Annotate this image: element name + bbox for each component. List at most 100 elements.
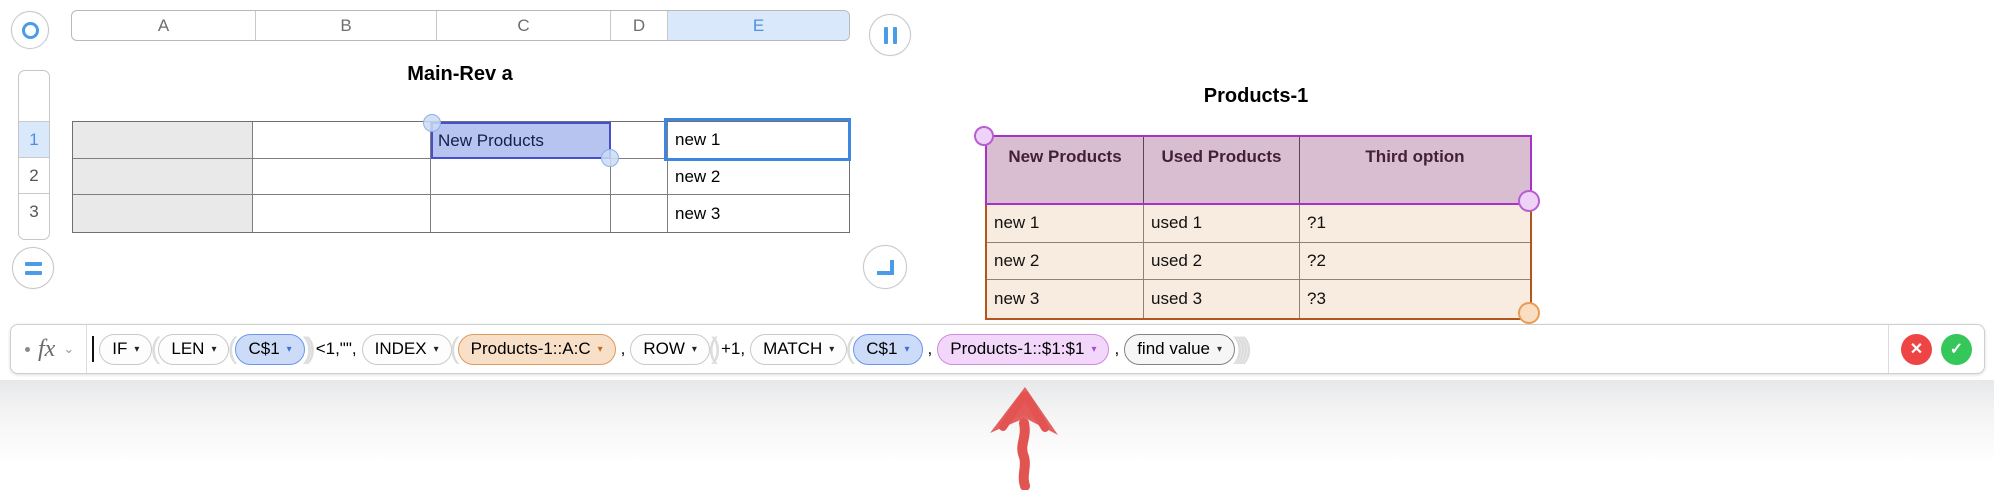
argument-placeholder-token[interactable]: find value▾ — [1124, 333, 1236, 365]
token-dropdown-icon: ▾ — [904, 343, 910, 355]
row-header-2[interactable]: 2 — [19, 158, 49, 194]
column-header-a[interactable]: A — [72, 11, 256, 40]
selection-handle-bottom-right[interactable] — [601, 149, 619, 167]
range-ref-token[interactable]: Products-1::A:C▾ — [457, 333, 616, 365]
header-ref-token[interactable]: Products-1::$1:$1▾ — [937, 333, 1110, 365]
row-bars-icon — [24, 261, 42, 275]
main-cell-A1[interactable] — [73, 122, 253, 159]
selection-handle-top-left[interactable] — [423, 114, 441, 132]
column-header-d[interactable]: D — [611, 11, 668, 40]
products-cell[interactable]: ?3 — [1300, 280, 1530, 318]
products-cell[interactable]: used 1 — [1144, 205, 1300, 243]
paren-glyph: ) — [710, 333, 721, 365]
accept-formula-button[interactable]: ✓ — [1941, 333, 1972, 365]
formula-action-buttons: ✕ ✓ — [1889, 325, 1984, 373]
column-header-b[interactable]: B — [256, 11, 437, 40]
main-cell-A2[interactable] — [73, 159, 253, 195]
table-row: new 2 — [73, 159, 849, 195]
token-dropdown-icon: ▾ — [1091, 343, 1097, 355]
products-cell[interactable]: ?2 — [1300, 242, 1530, 280]
paren-glyph: ( — [227, 333, 238, 365]
products-cell[interactable]: used 3 — [1144, 280, 1300, 318]
formula-text: , — [620, 339, 626, 358]
main-cell-B1[interactable] — [253, 122, 431, 159]
add-column-handle[interactable] — [869, 14, 911, 56]
fx-menu[interactable]: fx ⌄ — [11, 325, 86, 373]
desk-background — [0, 380, 1994, 490]
formula-text: , — [1114, 339, 1120, 358]
column-header-c[interactable]: C — [437, 11, 611, 40]
main-cell-C3[interactable] — [431, 195, 611, 232]
paren-glyph: ( — [449, 333, 460, 365]
token-dropdown-icon: ▾ — [829, 343, 835, 355]
main-cell-D1[interactable] — [611, 122, 668, 159]
cancel-formula-button[interactable]: ✕ — [1901, 333, 1932, 365]
paren-glyph: ( — [150, 333, 161, 365]
table-select-all-handle[interactable] — [11, 11, 49, 49]
fx-icon: fx — [38, 335, 56, 362]
main-cell-E1[interactable]: new 1 — [668, 122, 849, 159]
products-header-cell[interactable]: Third option — [1365, 147, 1465, 166]
main-cell-D2[interactable] — [611, 159, 668, 195]
products-header-cell[interactable]: Used Products — [1144, 137, 1300, 203]
paren-glyph: ) — [1236, 333, 1247, 365]
products-header-cell[interactable]: New Products — [987, 137, 1144, 203]
main-cell-B3[interactable] — [253, 195, 431, 232]
formula-text: <1,"", — [315, 339, 357, 358]
function-token[interactable]: ROW▾ — [630, 333, 710, 365]
main-cell-C1[interactable]: New Products — [423, 114, 619, 167]
column-header-e[interactable]: E — [668, 11, 849, 40]
main-cell-E3[interactable]: new 3 — [668, 195, 849, 232]
column-bars-icon — [883, 26, 897, 44]
range-handle-bottom-right[interactable] — [1518, 302, 1540, 324]
token-dropdown-icon: ▾ — [691, 343, 697, 355]
table-resize-handle[interactable] — [863, 245, 907, 289]
products-cell[interactable]: new 1 — [987, 205, 1144, 243]
range-handle-top-left[interactable] — [974, 126, 994, 146]
row-header-3[interactable]: 3 — [29, 202, 39, 221]
main-cell-B2[interactable] — [253, 159, 431, 195]
token-dropdown-icon: ▾ — [211, 343, 217, 355]
row-header-1[interactable]: 1 — [19, 122, 49, 158]
products-cell[interactable]: used 2 — [1144, 242, 1300, 280]
products-cell[interactable]: new 2 — [987, 242, 1144, 280]
paren-glyph: ) — [305, 333, 316, 365]
formula-token-row[interactable]: IF▾(LEN▾(C$1▾))<1,"",INDEX▾(Products-1::… — [87, 333, 1888, 365]
text-cursor — [92, 336, 95, 362]
cell-ref-token[interactable]: C$1▾ — [235, 333, 305, 365]
token-dropdown-icon: ▾ — [433, 343, 439, 355]
table-row: New Products new 1 — [73, 114, 849, 167]
token-dropdown-icon: ▾ — [134, 343, 140, 355]
function-token[interactable]: LEN▾ — [158, 333, 230, 365]
token-dropdown-icon: ▾ — [286, 343, 292, 355]
formula-text: +1, — [720, 339, 746, 358]
table-select-icon — [21, 21, 39, 39]
add-row-handle[interactable] — [12, 247, 54, 289]
token-dropdown-icon: ▾ — [597, 343, 603, 355]
paren-glyph: ) — [302, 333, 313, 365]
function-token[interactable]: INDEX▾ — [361, 333, 452, 365]
table-row: new 3 — [73, 195, 849, 232]
products-cell[interactable]: ?1 — [1300, 205, 1530, 243]
main-cell-A3[interactable] — [73, 195, 253, 232]
products-cell[interactable]: new 3 — [987, 280, 1144, 318]
paren-glyph: ) — [1233, 333, 1244, 365]
function-token[interactable]: IF▾ — [99, 333, 153, 365]
main-table-title: Main-Rev a — [407, 63, 513, 85]
products-table-title: Products-1 — [1203, 85, 1309, 107]
cell-ref-token[interactable]: C$1▾ — [853, 333, 923, 365]
main-cell-C2[interactable] — [431, 159, 611, 195]
drag-dot-icon — [25, 346, 30, 352]
formula-bar-divider — [86, 325, 88, 373]
range-handle-header-right[interactable] — [1518, 190, 1540, 212]
function-token[interactable]: MATCH▾ — [750, 333, 848, 365]
main-cell-D3[interactable] — [611, 195, 668, 232]
main-cell-E2[interactable]: new 2 — [668, 159, 849, 195]
